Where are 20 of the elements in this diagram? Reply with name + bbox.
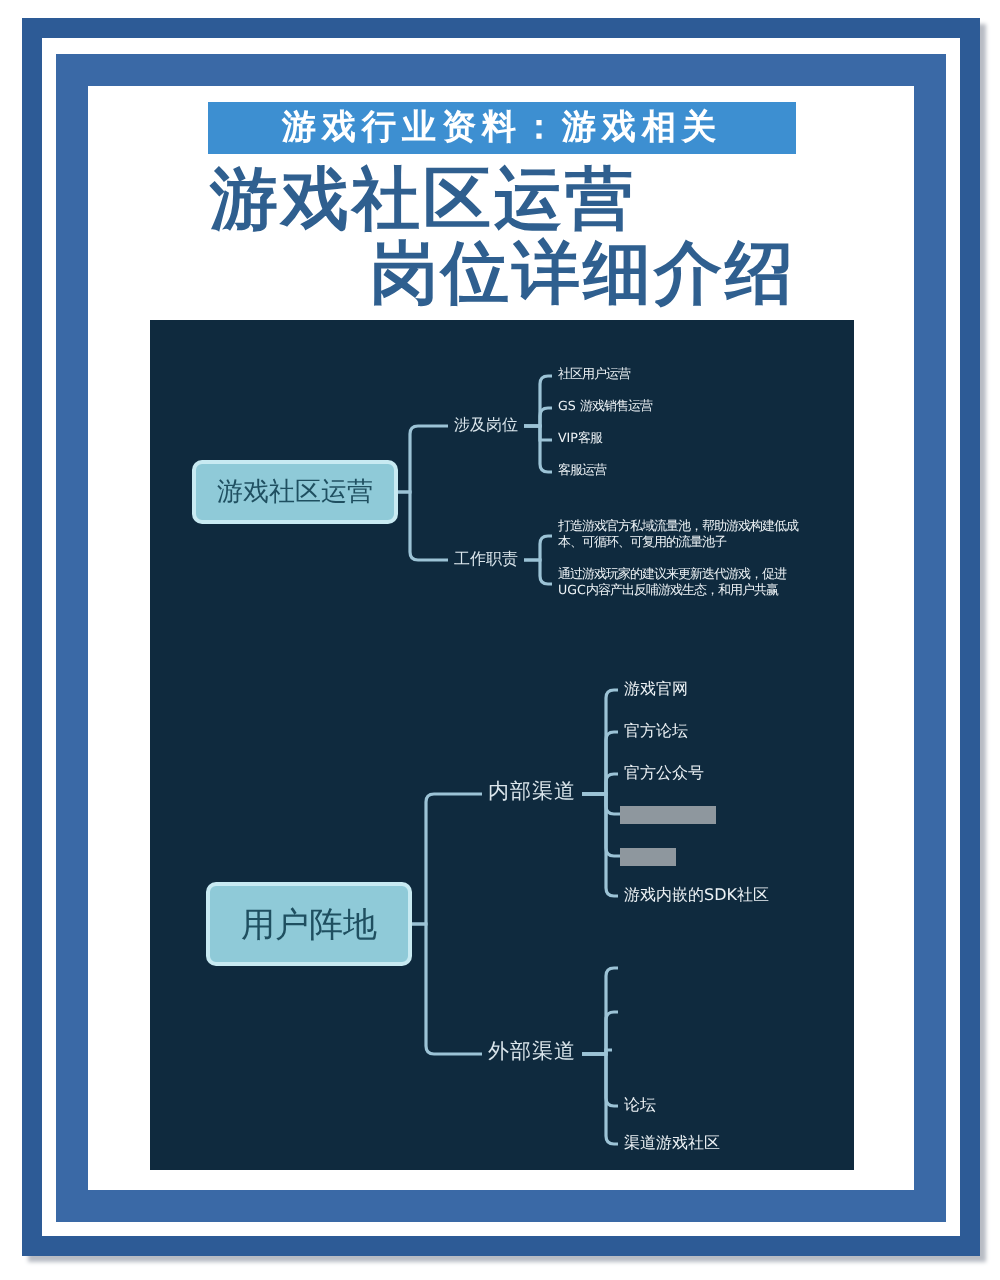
leaf-label: 官方公众号 (618, 763, 704, 785)
leaf-label: 官方论坛 (618, 721, 688, 743)
leaf-label: 渠道游戏社区 (618, 1133, 720, 1155)
topic-box: 游戏社区运营 (192, 460, 398, 524)
branch-label: 外部渠道 (482, 1040, 582, 1068)
connector-line (524, 558, 552, 586)
leaf-label: 游戏内嵌的SDK社区 (618, 885, 769, 907)
topic-box: 用户阵地 (206, 882, 412, 966)
branch-label: 工作职责 (448, 549, 524, 571)
connector-line (582, 792, 618, 898)
branch-label: 内部渠道 (482, 780, 582, 808)
title-banner: 游戏行业资料：游戏相关 (208, 102, 796, 154)
connector-line (524, 424, 552, 474)
leaf-label: 游戏官网 (618, 679, 688, 701)
title: 游戏社区运营岗位详细介绍 (210, 164, 798, 312)
connector-line (582, 1052, 618, 1146)
connector-line (398, 490, 448, 562)
branch-label: 涉及岗位 (448, 415, 524, 437)
leaf-label: 论坛 (618, 1097, 656, 1115)
connector-line (412, 922, 482, 1056)
